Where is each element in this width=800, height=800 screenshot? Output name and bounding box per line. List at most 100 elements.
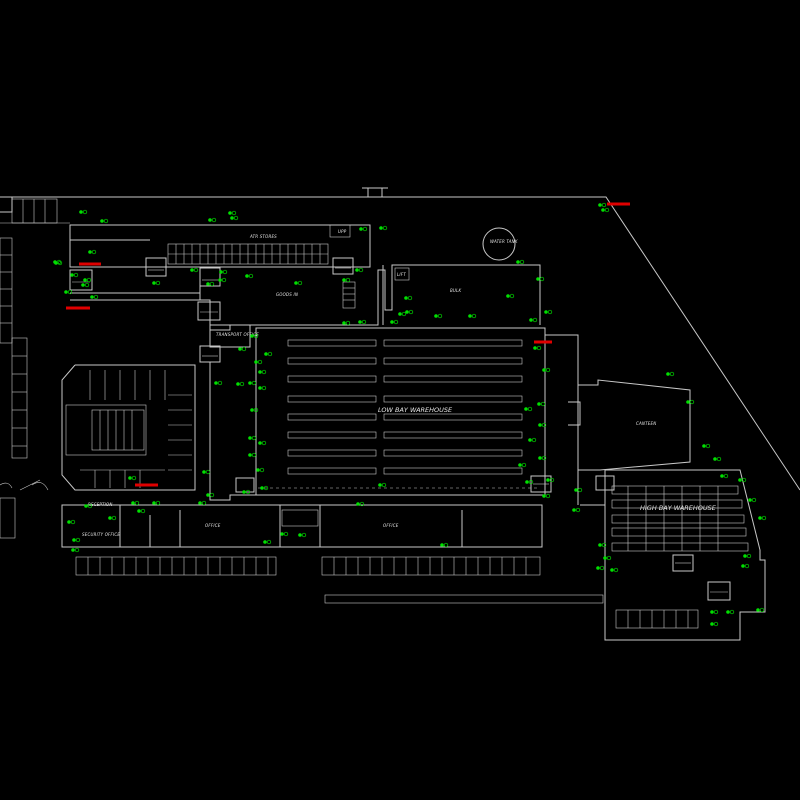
goods-in-bulk-block: LIFT GOODS IN BULK WATER TANK (199, 227, 541, 331)
sensor-icon (79, 209, 88, 215)
sensor-icon (378, 482, 387, 488)
sensor-icon (83, 277, 92, 283)
sensor-icon (280, 531, 289, 537)
sensor-icon (601, 207, 610, 213)
sensor-icon (710, 621, 719, 627)
office-strip: RECEPTION SECURITY OFFICE OFFICE OFFICE (61, 502, 604, 604)
sensor-icon (67, 519, 76, 525)
sensor-icon (702, 443, 711, 449)
label-security-office: SECURITY OFFICE (82, 532, 120, 537)
label-reception: RECEPTION (88, 502, 113, 507)
sensor-icon (524, 406, 533, 412)
sensor-icon (254, 359, 263, 365)
sensor-icon (64, 289, 73, 295)
sensor-icon (603, 555, 612, 561)
sensor-icon (356, 501, 365, 507)
sensor-icon (250, 407, 259, 413)
sensor-icon (546, 477, 555, 483)
atr-racks (167, 243, 329, 265)
sensor-icon (260, 485, 269, 491)
sensor-icon (218, 277, 227, 283)
sensor-icon (263, 539, 272, 545)
sensor-icon (506, 293, 515, 299)
sensor-icon (533, 345, 542, 351)
sensor-icon (258, 440, 267, 446)
sensor-icon (390, 319, 399, 325)
sensor-icon (686, 399, 695, 405)
sensor-icon (358, 319, 367, 325)
sensor-icon (298, 532, 307, 538)
canteen: CANTEEN (568, 379, 691, 471)
sensor-icon (108, 515, 117, 521)
sensor-icon (598, 542, 607, 548)
sensor-icon (404, 295, 413, 301)
sensor-icon (248, 452, 257, 458)
label-office-2: OFFICE (383, 523, 399, 528)
sensor-icon (379, 225, 388, 231)
sensor-icon (264, 351, 273, 357)
sensor-icon (71, 547, 80, 553)
sensor-icon (230, 215, 239, 221)
sensor-icon (137, 508, 146, 514)
parking-structure (61, 364, 196, 491)
red-markers (66, 202, 630, 487)
sensor-icon (574, 487, 583, 493)
sensor-icon (198, 500, 207, 506)
label-transport-office: TRANSPORT OFFICE (216, 332, 259, 337)
label-office-1: OFFICE (205, 523, 221, 528)
sensor-icon (720, 473, 729, 479)
sensor-icon (248, 380, 257, 386)
sensor-icon (542, 493, 551, 499)
sensor-icon (131, 500, 140, 506)
sensor-icon (710, 609, 719, 615)
sensor-icon (100, 218, 109, 224)
label-low-bay-warehouse: LOW BAY WAREHOUSE (378, 406, 453, 414)
sensor-icon (738, 477, 747, 483)
sensor-icon (206, 281, 215, 287)
label-upp: UPP (338, 229, 347, 234)
sensor-icon (128, 475, 137, 481)
sensor-icon (518, 462, 527, 468)
sensor-icon (152, 280, 161, 286)
sensor-icon (53, 259, 62, 265)
low-bay-racks (258, 339, 540, 489)
sensor-icon (748, 497, 757, 503)
sensor-icon (666, 371, 675, 377)
high-bay-warehouse: HIGH BAY WAREHOUSE (580, 469, 766, 641)
sensor-icon (529, 317, 538, 323)
sensor-icon (236, 381, 245, 387)
sensor-icon (88, 249, 97, 255)
label-bulk: BULK (450, 288, 462, 293)
sensor-icon (355, 267, 364, 273)
sensor-icon (440, 542, 449, 548)
transport-office: TRANSPORT OFFICE (197, 301, 259, 363)
sensor-icon (468, 313, 477, 319)
sensor-icon (81, 282, 90, 288)
sensor-icon (70, 272, 79, 278)
sensor-icon (434, 313, 443, 319)
sensor-icon (525, 479, 534, 485)
sensor-icon (538, 455, 547, 461)
sensors (53, 202, 767, 627)
atr-stores-block: UPP ATR STORES (69, 224, 371, 301)
sensor-icon (72, 537, 81, 543)
sensor-icon (214, 380, 223, 386)
label-canteen: CANTEEN (636, 421, 656, 426)
high-bay-racks (611, 485, 749, 552)
sensor-icon (544, 309, 553, 315)
sensor-icon (206, 492, 215, 498)
sensor-icon (248, 435, 257, 441)
label-lift: LIFT (397, 272, 406, 277)
sensor-icon (405, 309, 414, 315)
sensor-icon (256, 467, 265, 473)
sensor-icon (242, 489, 251, 495)
water-tank (482, 227, 516, 261)
sensor-icon (294, 280, 303, 286)
sensor-icon (743, 553, 752, 559)
sensor-icon (572, 507, 581, 513)
sensor-icon (536, 276, 545, 282)
sensor-icon (726, 609, 735, 615)
sensor-icon (152, 500, 161, 506)
sensor-icon (250, 333, 259, 339)
sensor-icon (84, 503, 93, 509)
